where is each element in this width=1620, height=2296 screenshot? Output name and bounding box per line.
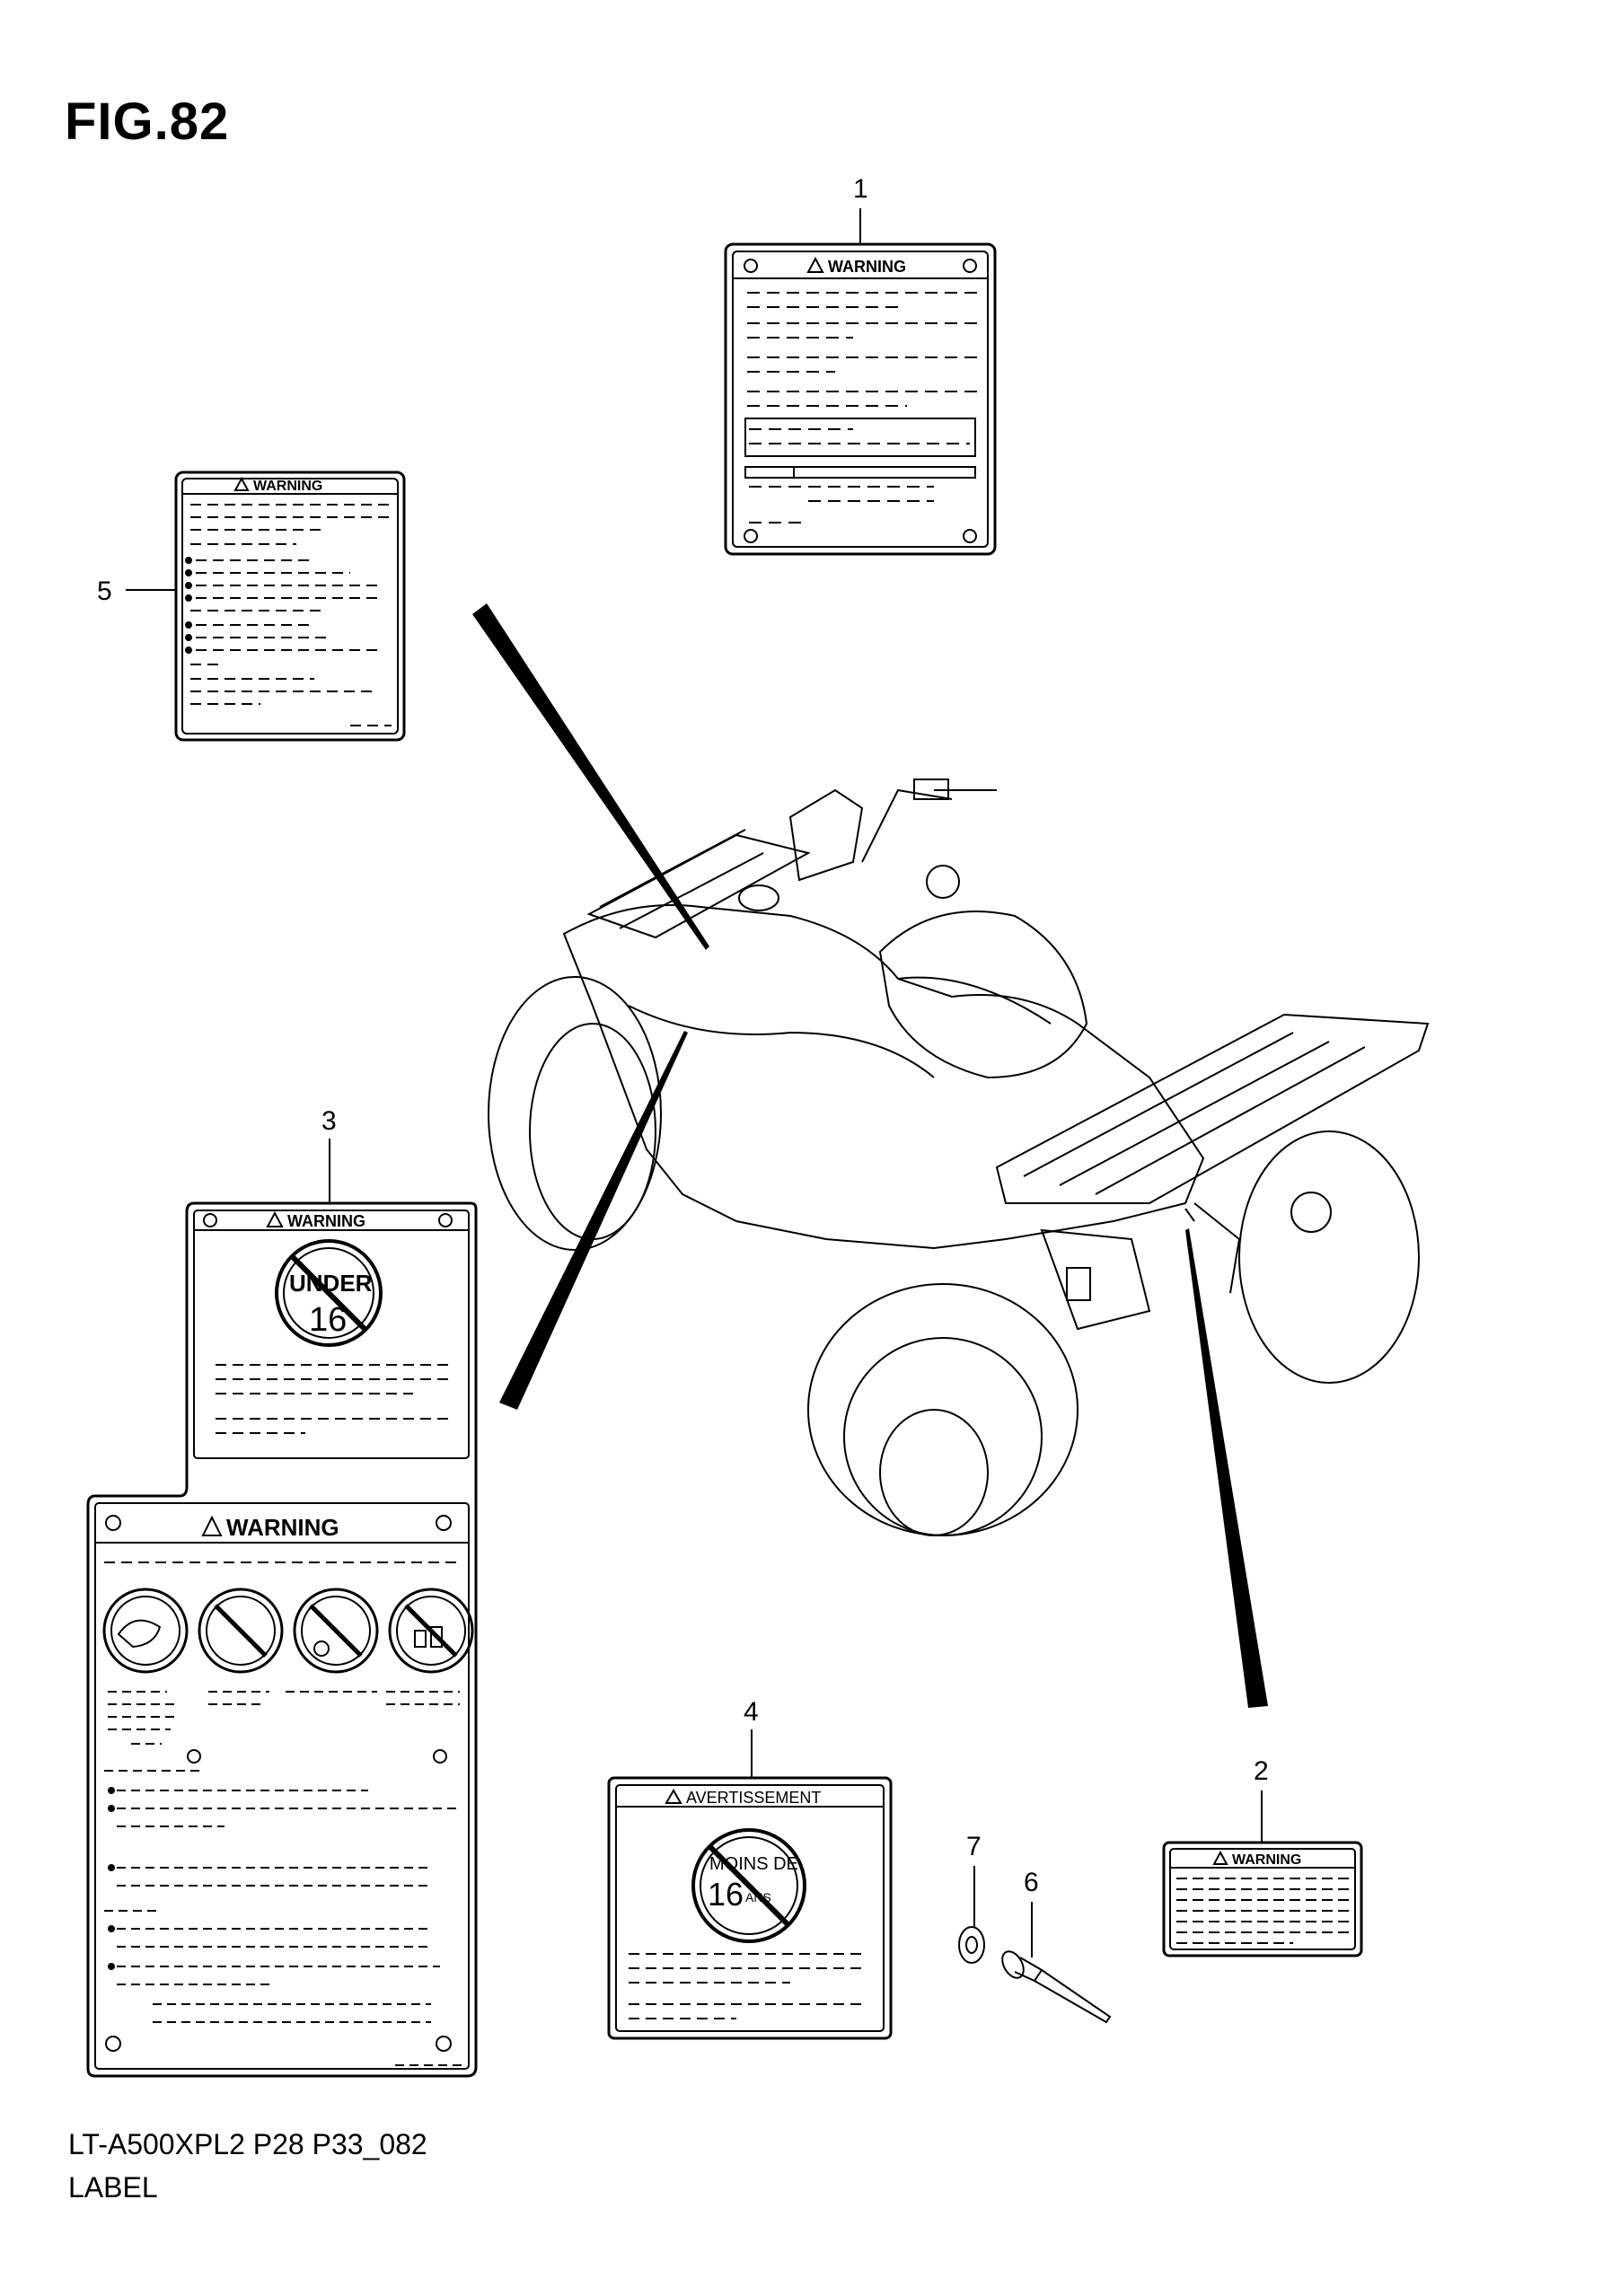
label-1-warning-text: WARNING bbox=[828, 258, 906, 276]
label-4-age-number: 16 bbox=[708, 1876, 744, 1913]
label-4-moins-de-text: MOINS DE bbox=[709, 1854, 798, 1874]
callout-1[interactable]: 1 bbox=[853, 174, 868, 244]
label-4-avertissement-text: AVERTISSEMENT bbox=[686, 1789, 821, 1807]
callout-5-number: 5 bbox=[97, 576, 112, 606]
callout-5[interactable]: 5 bbox=[97, 576, 176, 606]
callout-6-number: 6 bbox=[1024, 1868, 1039, 1897]
label-2[interactable]: WARNING bbox=[1162, 1841, 1363, 1957]
label-2-warning-text: WARNING bbox=[1232, 1852, 1301, 1868]
callout-6[interactable]: 6 bbox=[1024, 1868, 1039, 1957]
callout-7[interactable]: 7 bbox=[966, 1832, 982, 1927]
callout-3[interactable]: 3 bbox=[321, 1106, 337, 1203]
callout-1-number: 1 bbox=[853, 174, 868, 204]
model-code: LT-A500XPL2 P28 P33_082 bbox=[68, 2128, 427, 2160]
washer-part[interactable] bbox=[958, 1926, 985, 1964]
figure-title: FIG.82 bbox=[65, 92, 230, 151]
label-3-under-text: UNDER bbox=[289, 1270, 373, 1297]
atv-illustration bbox=[488, 779, 1430, 1536]
callout-4-number: 4 bbox=[744, 1697, 759, 1727]
callout-7-number: 7 bbox=[966, 1832, 982, 1861]
callout-2-number: 2 bbox=[1254, 1756, 1269, 1786]
label-4-ans-text: ANS bbox=[745, 1890, 771, 1905]
label-5-warning-text: WARNING bbox=[253, 479, 322, 494]
leader-pointers bbox=[472, 603, 1268, 1708]
label-3-age-number: 16 bbox=[309, 1301, 347, 1339]
label-3b-warning-text: WARNING bbox=[226, 1514, 339, 1541]
label-3-warning-text: WARNING bbox=[287, 1212, 365, 1230]
rivet-part[interactable] bbox=[998, 1948, 1112, 2024]
callout-3-number: 3 bbox=[321, 1106, 337, 1136]
label-5[interactable]: WARNING bbox=[174, 471, 406, 742]
section-name: LABEL bbox=[68, 2171, 158, 2204]
label-1[interactable]: WARNING bbox=[724, 242, 997, 556]
label-4[interactable]: AVERTISSEMENT MOINS DE 16 ANS bbox=[607, 1776, 893, 2040]
callout-2[interactable]: 2 bbox=[1254, 1756, 1269, 1843]
label-3[interactable]: WARNING UNDER 16 WARNING bbox=[86, 1201, 478, 2078]
pictogram-row bbox=[102, 1588, 474, 1674]
callout-4[interactable]: 4 bbox=[744, 1697, 759, 1778]
